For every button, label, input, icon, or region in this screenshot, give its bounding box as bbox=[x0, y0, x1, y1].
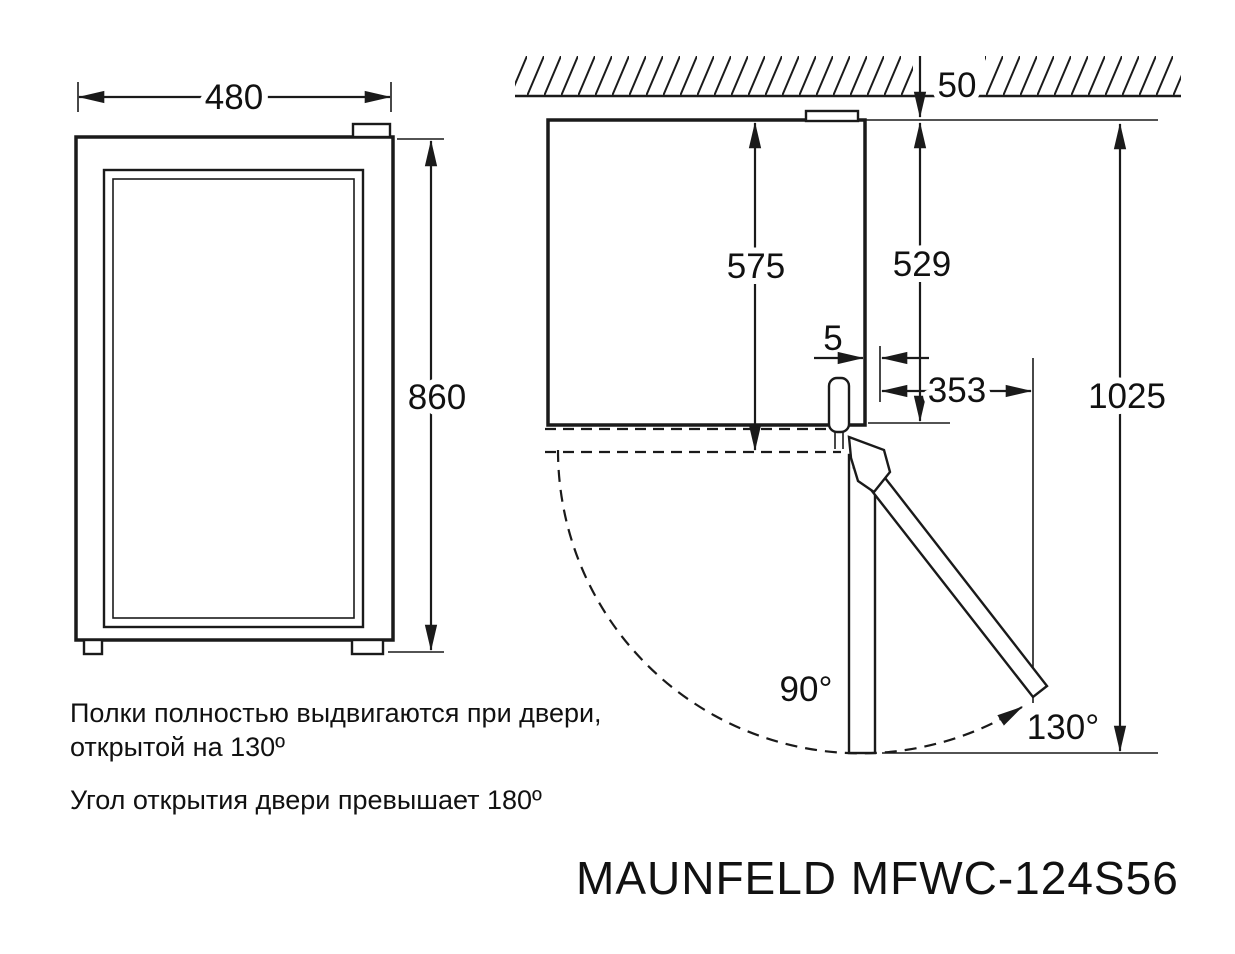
depth-with-door-label: 575 bbox=[727, 247, 785, 286]
width-dimension-label: 480 bbox=[205, 78, 263, 117]
body-depth-label: 529 bbox=[893, 245, 951, 284]
door-angle-90-label: 90° bbox=[780, 670, 833, 709]
note-line-2: открытой на 130º bbox=[70, 732, 285, 762]
foot-right bbox=[350, 638, 385, 656]
height-dimension-label: 860 bbox=[408, 378, 466, 417]
hinge-plate bbox=[804, 109, 860, 123]
annotations: Полки полностью выдвигаются при двери, о… bbox=[70, 698, 1179, 904]
hinge-and-handle-detail bbox=[847, 435, 892, 494]
required-depth-label: 1025 bbox=[1088, 377, 1166, 416]
door-swing-arc bbox=[556, 449, 1023, 755]
glass-door-frame-inner bbox=[112, 178, 355, 619]
door-open-130-outline bbox=[852, 454, 1049, 699]
door-angle-130-label: 130° bbox=[1027, 708, 1099, 747]
front-view: 480 860 bbox=[74, 72, 472, 656]
plan-view: 50 575 529 5 353 1025 90° bbox=[515, 56, 1181, 755]
swing-clearance-label: 353 bbox=[928, 371, 986, 410]
wall-hatching-left bbox=[515, 56, 913, 96]
glass-door-frame-outer bbox=[102, 168, 365, 629]
top-hinge-cover bbox=[351, 122, 392, 139]
model-name: MAUNFELD MFWC-124S56 bbox=[576, 852, 1179, 904]
wall-clearance-label: 50 bbox=[938, 66, 977, 105]
cabinet-front-outline bbox=[74, 135, 395, 642]
wall-hatching-right bbox=[985, 56, 1181, 96]
door-handle bbox=[827, 376, 851, 434]
door-open-90-outline bbox=[847, 453, 877, 755]
note-line-3: Угол открытия двери превышает 180º bbox=[70, 785, 542, 815]
cabinet-plan-outline bbox=[546, 118, 867, 427]
door-gap-label: 5 bbox=[823, 319, 842, 358]
foot-left bbox=[82, 638, 104, 656]
note-line-1: Полки полностью выдвигаются при двери, bbox=[70, 698, 602, 728]
